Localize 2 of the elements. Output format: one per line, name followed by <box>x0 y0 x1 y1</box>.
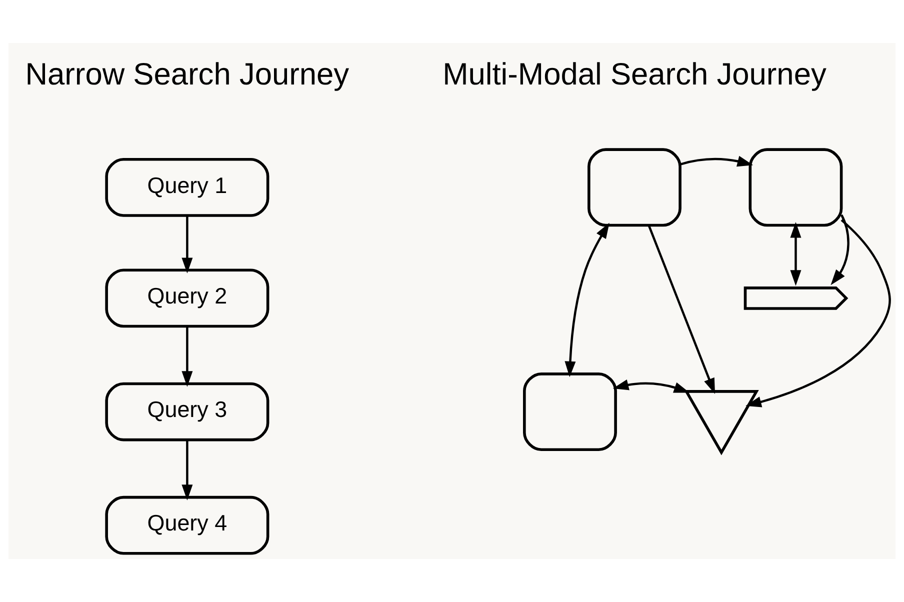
label: Multi-Modal Search Journey <box>442 56 826 92</box>
label: Narrow Search Journey <box>25 56 350 92</box>
